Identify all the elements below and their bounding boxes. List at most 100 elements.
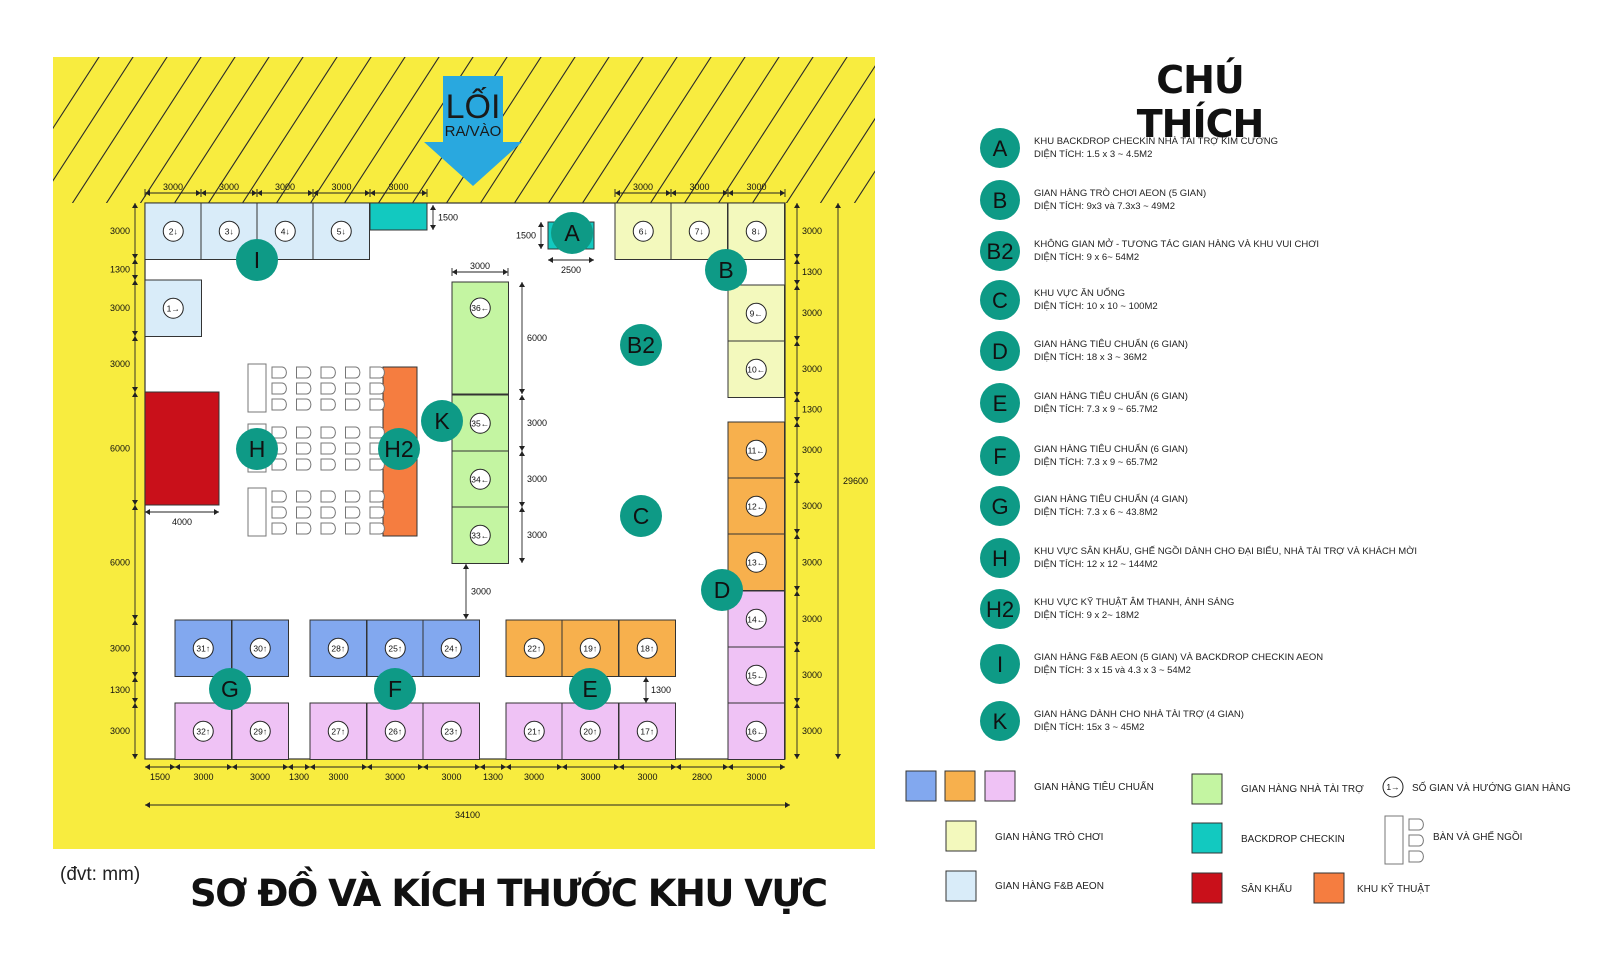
key-swatch-standard-orange xyxy=(944,770,976,802)
booth-number-badge xyxy=(745,439,767,461)
zone-marker-circle xyxy=(378,428,420,470)
booth-number: 20↑ xyxy=(583,726,597,736)
dimension: 3000 xyxy=(310,764,367,782)
chair xyxy=(296,398,312,411)
chair xyxy=(296,426,312,439)
booth-number-badge xyxy=(523,637,545,659)
dimension: 6000 xyxy=(519,282,547,394)
dimension-label: 3000 xyxy=(802,614,822,624)
booth-number-badge xyxy=(745,551,767,573)
dimension: 1500 xyxy=(145,764,175,782)
dimension: 3000 xyxy=(794,341,822,397)
hatch-line xyxy=(819,117,875,203)
booth: 24↑ xyxy=(422,619,480,677)
dimension: 3000 xyxy=(728,764,785,782)
booth-number: 15← xyxy=(747,670,765,680)
booth-number-badge xyxy=(469,524,491,546)
booth-number: 17↑ xyxy=(640,726,654,736)
legend-zone-description: GIAN HÀNG DÀNH CHO NHÀ TÀI TRỢ (4 GIAN) xyxy=(1034,709,1244,720)
booth-number: 7↓ xyxy=(695,226,704,236)
dimension: 1300 xyxy=(110,259,138,280)
backdrop-checkin-aeon xyxy=(369,202,428,231)
booth-number: 32↑ xyxy=(196,726,210,736)
legend-zone-description: GIAN HÀNG TIÊU CHUẨN (4 GIAN) xyxy=(1034,493,1188,505)
dimension: 1300 xyxy=(794,259,822,285)
zone-marker-a: A xyxy=(551,212,593,254)
key-swatch-standard-blue xyxy=(905,770,937,802)
chair xyxy=(369,522,385,535)
unit-note: (đvt: mm) xyxy=(60,864,141,885)
chair xyxy=(271,522,287,535)
dimension: 6000 xyxy=(110,392,138,505)
chair xyxy=(296,458,312,471)
dimension: 29600 xyxy=(835,203,868,759)
key-chair-icon xyxy=(1408,834,1424,847)
dimension-label: 6000 xyxy=(110,558,130,568)
hatch-line xyxy=(173,57,270,203)
dimension: 3000 xyxy=(423,764,480,782)
booth-number: 23↑ xyxy=(444,726,458,736)
dimension: 6000 xyxy=(110,505,138,620)
booth-number: 9← xyxy=(750,308,763,318)
hatch-line xyxy=(513,57,610,203)
dimension-label: 3000 xyxy=(746,772,766,782)
chair xyxy=(369,490,385,503)
zone-marker-d: D xyxy=(701,569,743,611)
booth-number-badge xyxy=(636,637,658,659)
dimension-label: 1500 xyxy=(516,231,536,241)
legend-zone-area: DIỆN TÍCH: 3 x 15 và 4.3 x 3 ~ 54M2 xyxy=(1034,665,1191,676)
booth-number-badge xyxy=(469,297,491,319)
booth: 31↑ xyxy=(174,619,232,677)
booth-number-badge xyxy=(469,468,491,490)
dimension-label: 6000 xyxy=(110,444,130,454)
zone-marker-circle xyxy=(236,428,278,470)
booth-number: 3↓ xyxy=(225,226,234,236)
dimension-label: 3000 xyxy=(275,182,295,192)
key-label-tables: BÀN VÀ GHẾ NGỒI xyxy=(1433,830,1522,843)
hatch-line xyxy=(53,57,134,182)
dimension-label: 29600 xyxy=(843,476,868,486)
booth-box xyxy=(312,202,370,260)
chair xyxy=(320,506,336,519)
dimension-label: 3000 xyxy=(331,182,351,192)
booth-number-badge xyxy=(249,637,271,659)
chair xyxy=(345,398,361,411)
dimension-label: 3000 xyxy=(802,558,822,568)
key-chair-icon xyxy=(1408,818,1424,831)
dimension-label: 6000 xyxy=(527,333,547,343)
dimension-label: 3000 xyxy=(110,303,130,313)
chair xyxy=(296,522,312,535)
dimension-label: 3000 xyxy=(328,772,348,782)
chair xyxy=(320,522,336,535)
booth-number: 25↑ xyxy=(388,643,402,653)
booth-number: 19↑ xyxy=(583,643,597,653)
booth-number-badge xyxy=(523,720,545,742)
booth-number: 2↓ xyxy=(169,226,178,236)
booth-number: 26↑ xyxy=(388,726,402,736)
entrance-label-sub: RA/VÀO xyxy=(445,123,502,140)
dimension: 3000 xyxy=(794,534,822,591)
hatch-line xyxy=(479,57,576,203)
legend-zone-circle xyxy=(980,538,1020,578)
hatch-line xyxy=(139,57,236,203)
dimension-label: 3000 xyxy=(633,182,653,192)
booth: 4↓ xyxy=(256,202,314,260)
zone-marker-circle xyxy=(620,324,662,366)
booth: 1→ xyxy=(144,279,202,337)
chair xyxy=(296,382,312,395)
booth: 9← xyxy=(727,284,785,342)
zone-marker-label: E xyxy=(582,676,597,702)
zone-marker-circle xyxy=(209,668,251,710)
hatch-line xyxy=(377,57,474,203)
booth-number: 36← xyxy=(471,303,489,313)
dimension: 3000 xyxy=(619,764,676,782)
zone-marker-label: D xyxy=(714,577,731,603)
dimension-label: 3000 xyxy=(802,226,822,236)
booth-number-badge xyxy=(384,720,406,742)
booth: 34← xyxy=(451,450,509,508)
